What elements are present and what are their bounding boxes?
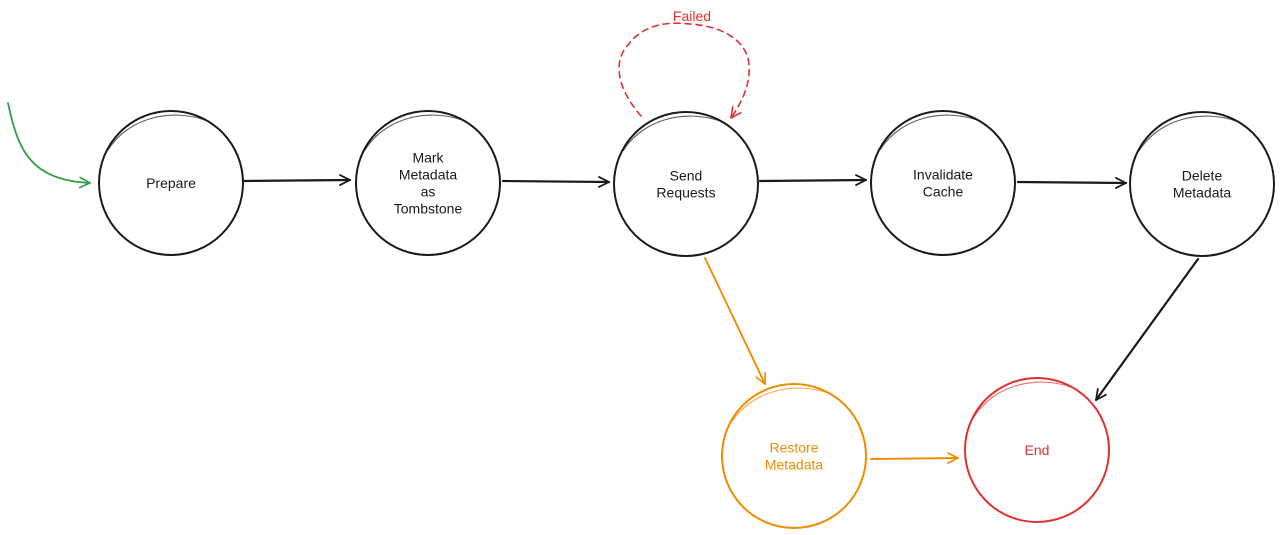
start-arrow [7, 102, 91, 189]
failed-label: Failed [673, 8, 711, 24]
node-label-line: Cache [923, 184, 964, 200]
edge-invalidate-to-delete [1016, 177, 1128, 189]
edge-prepare-to-mark [242, 174, 352, 186]
node-label-line: Metadata [399, 167, 458, 183]
node-label-line: Invalidate [913, 167, 973, 183]
node-label-line: as [421, 184, 436, 200]
node-end-label: End [1025, 442, 1050, 458]
node-label-line: Delete [1182, 168, 1223, 184]
edge-restore-to-end [870, 452, 959, 464]
node-label-line: Mark [412, 150, 444, 166]
node-prepare[interactable]: Prepare [98, 110, 244, 256]
node-end[interactable]: End [964, 377, 1110, 523]
node-label-line: Metadata [765, 457, 824, 473]
node-label-line: End [1025, 442, 1050, 458]
edge-failed-loop [618, 22, 750, 119]
node-label-line: Metadata [1173, 185, 1232, 201]
node-label-line: Prepare [146, 175, 196, 191]
node-label-line: Send [670, 168, 703, 184]
edge-mark-to-send [501, 176, 611, 188]
node-prepare-label: Prepare [146, 175, 196, 191]
edge-send-to-invalidate [758, 174, 868, 186]
node-label-line: Tombstone [394, 201, 463, 217]
node-label-line: Requests [656, 185, 715, 201]
node-label-line: Restore [769, 440, 818, 456]
edge-send-to-restore [704, 257, 767, 385]
edge-delete-to-end [1094, 257, 1200, 402]
